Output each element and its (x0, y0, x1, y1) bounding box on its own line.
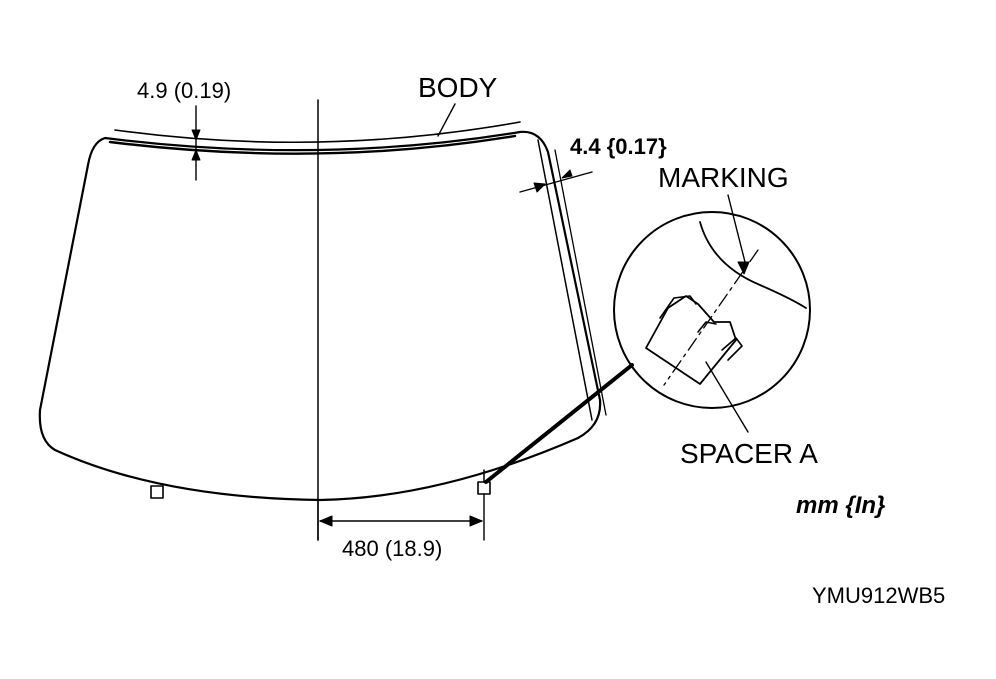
body-leader (437, 103, 456, 137)
detail-glass-edge (699, 221, 807, 309)
windshield-top-edge (108, 134, 517, 155)
detail-circle (613, 211, 811, 409)
top-gap-label: 4.9 (0.19) (137, 78, 232, 103)
spacer-a-label: SPACER A (680, 438, 818, 469)
marking-mark (737, 261, 750, 275)
distance-arrow-left (319, 515, 333, 527)
spacer-left (150, 485, 164, 499)
figure-code-label: YMU912WB5 (812, 583, 946, 608)
detail-spacer-body (645, 295, 737, 385)
detail-spacer-tab-right (721, 337, 743, 361)
body-pillar-line-1 (537, 139, 593, 421)
detail-leader (484, 363, 634, 484)
marking-label: MARKING (658, 162, 789, 193)
detail-spacer-tab-top (659, 295, 697, 319)
windshield-outline (38, 130, 602, 502)
detail-spacer-notch (697, 321, 717, 333)
body-label: BODY (418, 72, 498, 103)
top-gap-arrow-down (191, 129, 201, 141)
body-pillar-line-2 (554, 149, 607, 416)
side-gap-label: 4.4 {0.17} (570, 134, 667, 159)
spacer-right (477, 481, 491, 495)
side-gap-arrow-2 (561, 169, 573, 179)
distance-arrow-right (469, 515, 483, 527)
marking-leader (727, 194, 746, 263)
bottom-distance-label: 480 (18.9) (342, 536, 443, 561)
units-label: mm {In} (796, 492, 886, 519)
side-gap-leader (519, 171, 593, 193)
side-gap-arrow-1 (533, 182, 546, 193)
spacer-leader (705, 361, 749, 433)
top-gap-arrow-up (191, 149, 201, 161)
